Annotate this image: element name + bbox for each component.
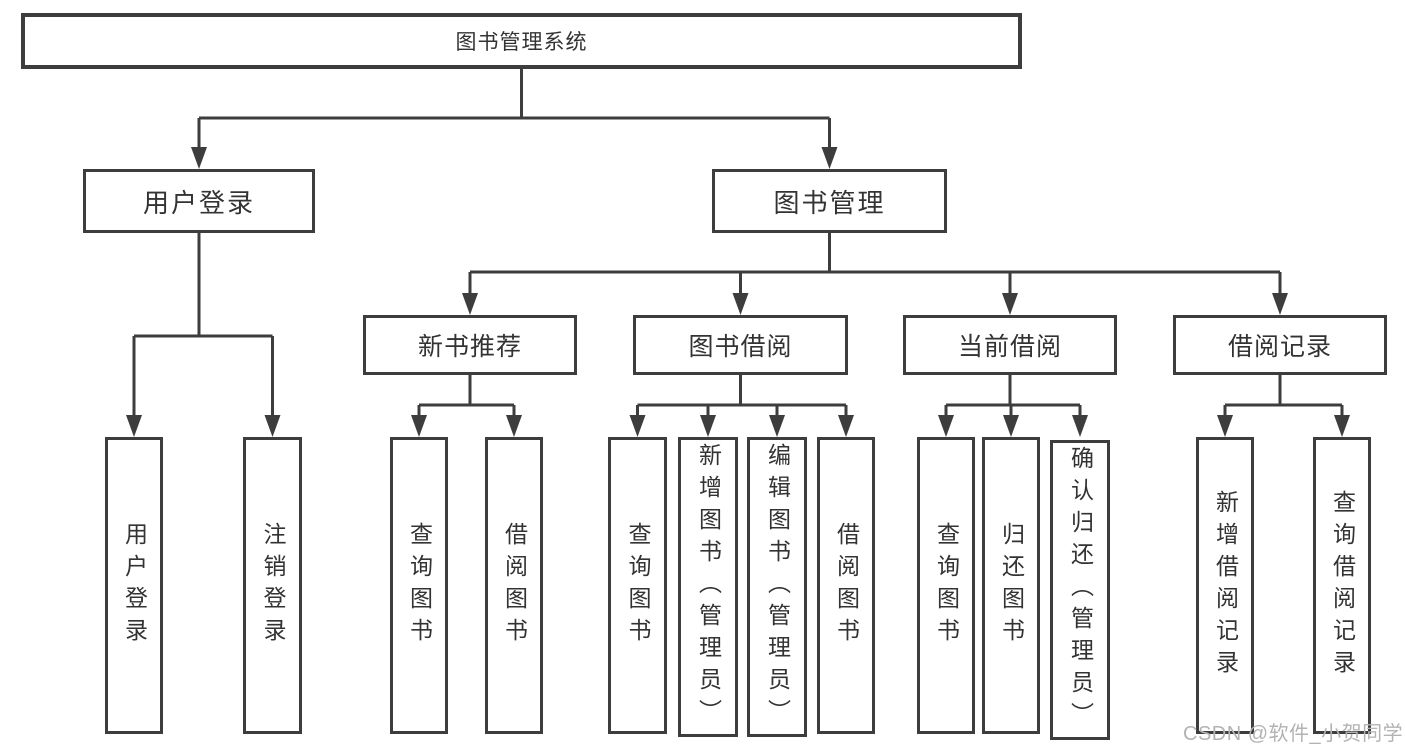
connector-path	[468, 233, 1282, 296]
arrow-down	[462, 293, 478, 315]
connector-book-borrow-to-leaves	[629, 375, 854, 437]
leaf-logout: 注销登录	[243, 437, 302, 734]
arrow-down	[191, 147, 207, 169]
arrow-down	[1217, 415, 1233, 437]
connector-path	[197, 69, 831, 150]
arrow-down	[126, 415, 142, 437]
arrow-down	[264, 415, 281, 437]
node-current-borrow: 当前借阅	[903, 315, 1117, 375]
node-book-borrow: 图书借阅	[633, 315, 848, 375]
arrow-down	[506, 415, 522, 437]
connector-path	[1223, 375, 1344, 418]
leaf-cb-return-books: 归还图书	[982, 437, 1040, 734]
connector-book-management-to-level3	[462, 233, 1288, 315]
leaf-cb-query-books: 查询图书	[917, 437, 975, 734]
leaf-br-query-record: 查询借阅记录	[1313, 437, 1371, 734]
connector-current-borrow-to-leaves	[938, 375, 1088, 437]
watermark: CSDN @软件_小贺同学	[1183, 723, 1404, 745]
leaf-nb-query-books: 查询图书	[390, 437, 448, 734]
arrow-down	[1072, 415, 1088, 437]
node-book-management-system: 图书管理系统	[21, 13, 1022, 69]
leaf-user-login: 用户登录	[105, 437, 163, 734]
node-borrow-records: 借阅记录	[1173, 315, 1387, 375]
leaf-nb-borrow-books: 借阅图书	[485, 437, 543, 734]
node-user-login: 用户登录	[83, 169, 315, 233]
arrow-down	[1272, 293, 1288, 315]
node-book-management: 图书管理	[712, 169, 947, 233]
node-new-book-recommend: 新书推荐	[363, 315, 577, 375]
leaf-cb-confirm-return-admin: 确认归还（管理员）	[1050, 440, 1110, 740]
leaf-bb-edit-books-admin: 编辑图书（管理员）	[747, 437, 807, 737]
arrow-down	[629, 415, 646, 437]
connector-path	[636, 375, 848, 418]
leaf-bb-borrow-books: 借阅图书	[817, 437, 875, 734]
arrow-down	[732, 293, 749, 315]
arrow-down	[1002, 293, 1018, 315]
leaf-br-add-record: 新增借阅记录	[1196, 437, 1254, 734]
arrow-down	[769, 415, 785, 437]
leaf-bb-query-books: 查询图书	[608, 437, 667, 734]
arrow-down	[821, 147, 838, 169]
arrow-down	[411, 415, 427, 437]
connector-path	[132, 233, 274, 418]
connector-user-login-to-leaves	[126, 233, 281, 437]
connector-path	[417, 375, 516, 418]
arrow-down	[1334, 415, 1350, 437]
connector-root-to-level2	[191, 69, 838, 169]
leaf-bb-add-books-admin: 新增图书（管理员）	[678, 437, 738, 737]
connector-path	[944, 375, 1082, 418]
arrow-down	[838, 415, 854, 437]
connector-borrow-records-to-leaves	[1217, 375, 1350, 437]
connector-new-book-recommend-to-leaves	[411, 375, 522, 437]
arrow-down	[938, 415, 954, 437]
arrow-down	[1003, 415, 1019, 437]
arrow-down	[700, 415, 716, 437]
